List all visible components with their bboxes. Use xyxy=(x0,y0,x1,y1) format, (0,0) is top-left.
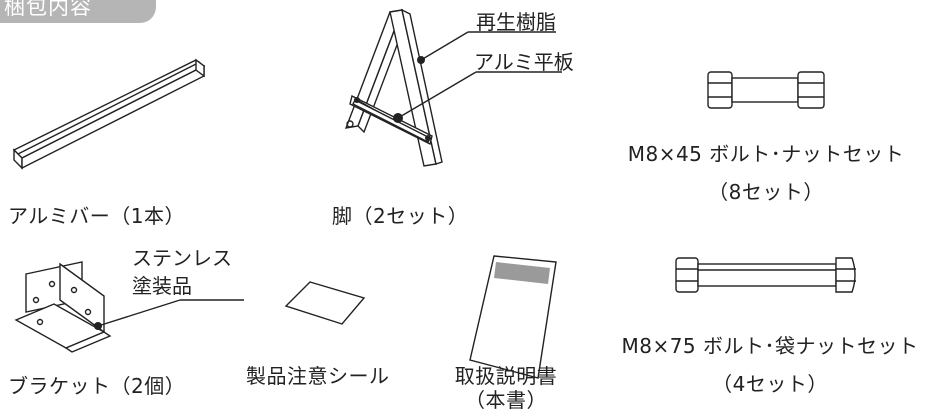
bracket-drawing xyxy=(14,261,244,353)
caption-bracket: ブラケット（2個） xyxy=(8,374,186,398)
caption-bolt-75-qty: （4セット） xyxy=(712,372,828,396)
caption-bolt-75: M8×75 ボルト･袋ナットセット xyxy=(621,334,919,358)
section-tab: 梱包内容 xyxy=(0,0,156,23)
caption-legs: 脚（2セット） xyxy=(332,204,469,228)
manual-drawing xyxy=(469,255,557,379)
callout-painted: 塗装品 xyxy=(132,274,192,298)
callout-aluminum-flat-bar: アルミ平板 xyxy=(474,50,574,74)
bolt-45-drawing xyxy=(707,71,825,109)
caption-bolt-45-qty: （8セット） xyxy=(708,180,824,204)
aluminum-bar-drawing xyxy=(12,58,206,170)
sticker-drawing xyxy=(284,281,366,325)
callout-recycled-resin: 再生樹脂 xyxy=(476,10,556,34)
leg-drawing xyxy=(344,8,562,167)
caption-manual: 取扱説明書 xyxy=(454,364,558,388)
callout-stainless: ステンレス xyxy=(132,246,232,270)
bolt-75-drawing xyxy=(675,257,856,293)
caption-aluminum-bar: アルミバー（1本） xyxy=(8,204,186,228)
caption-manual-note: （本書） xyxy=(465,388,547,412)
caption-bolt-45: M8×45 ボルト･ナットセット xyxy=(627,142,905,166)
caption-sticker: 製品注意シール xyxy=(246,364,390,388)
